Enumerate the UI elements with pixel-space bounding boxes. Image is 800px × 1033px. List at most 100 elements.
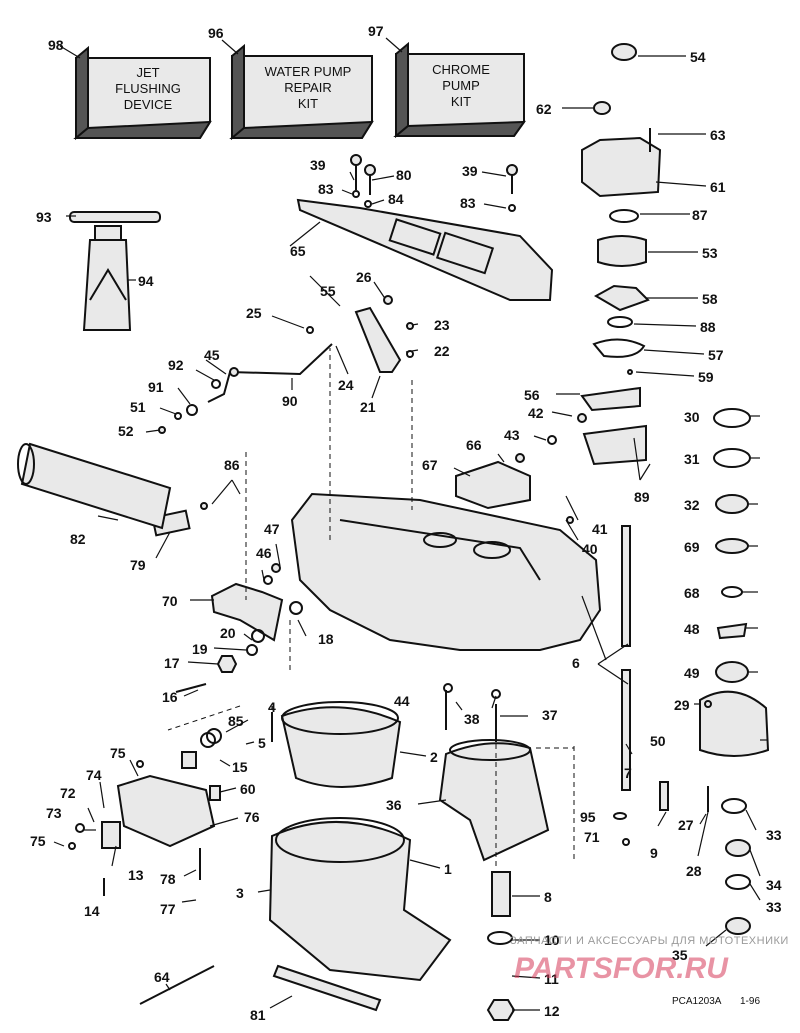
callout-54: 54 — [690, 49, 706, 65]
callout-80: 80 — [396, 167, 412, 183]
callout-55: 55 — [320, 283, 336, 299]
flushing-device-drawing — [69, 211, 161, 331]
callout-68: 68 — [684, 585, 700, 601]
callout-50: 50 — [650, 733, 666, 749]
callout-23: 23 — [434, 317, 450, 333]
callout-19: 19 — [192, 641, 208, 657]
callout-48: 48 — [684, 621, 700, 637]
callout-73: 73 — [46, 805, 62, 821]
callout-13: 13 — [128, 867, 144, 883]
callout-22: 22 — [434, 343, 450, 359]
callout-30: 30 — [684, 409, 700, 425]
assembly-dashed-lines — [167, 348, 575, 870]
callout-82: 82 — [70, 531, 86, 547]
footer-code: PCA1203A — [672, 996, 722, 1007]
callout-58: 58 — [702, 291, 718, 307]
callout-71: 71 — [584, 829, 600, 845]
callout-75-upper: 75 — [110, 745, 126, 761]
callout-72: 72 — [60, 785, 76, 801]
callout-33-lower: 33 — [766, 899, 782, 915]
callout-97: 97 — [368, 23, 384, 39]
callout-74: 74 — [86, 767, 102, 783]
callout-1: 1 — [444, 861, 452, 877]
callout-88: 88 — [700, 319, 716, 335]
linkage-drawing — [175, 306, 402, 693]
callout-17: 17 — [164, 655, 180, 671]
lower-unit-drawing — [101, 701, 627, 1021]
callout-67: 67 — [422, 457, 438, 473]
callout-89: 89 — [634, 489, 650, 505]
callout-labels: 1 2 3 4 5 6 7 8 9 10 11 12 13 14 15 16 1… — [30, 49, 782, 1023]
callout-39-right: 39 — [462, 163, 478, 179]
water-pump-stack-drawing — [580, 43, 770, 935]
callout-16: 16 — [162, 689, 178, 705]
callout-47: 47 — [264, 521, 280, 537]
callout-49: 49 — [684, 665, 700, 681]
callout-53: 53 — [702, 245, 718, 261]
watermark-logo: PARTSFOR.RU — [514, 952, 729, 985]
callout-6: 6 — [572, 655, 580, 671]
callout-57: 57 — [708, 347, 724, 363]
callout-20: 20 — [220, 625, 236, 641]
callout-75-lower: 75 — [30, 833, 46, 849]
kit-box-chrome-pump: 97 CHROME PUMP KIT — [368, 23, 526, 139]
callout-92: 92 — [168, 357, 184, 373]
callout-83-left: 83 — [318, 181, 334, 197]
callout-27: 27 — [678, 817, 694, 833]
callout-93: 93 — [36, 209, 52, 225]
kit-98-line-1: JET — [136, 65, 159, 80]
callout-15: 15 — [232, 759, 248, 775]
kit-96-line-3: KIT — [298, 96, 318, 111]
callout-56: 56 — [524, 387, 540, 403]
callout-21: 21 — [360, 399, 376, 415]
callout-29: 29 — [674, 697, 690, 713]
callout-42: 42 — [528, 405, 544, 421]
callout-44: 44 — [394, 693, 410, 709]
callout-12: 12 — [544, 1003, 560, 1019]
callout-76: 76 — [244, 809, 260, 825]
shafts-drawing — [271, 525, 709, 812]
kit-98-line-3: DEVICE — [124, 97, 173, 112]
adapter-plate-drawing — [296, 198, 554, 301]
callout-86: 86 — [224, 457, 240, 473]
callout-59: 59 — [698, 369, 714, 385]
callout-9: 9 — [650, 845, 658, 861]
callout-81: 81 — [250, 1007, 266, 1023]
callout-46: 46 — [256, 545, 272, 561]
callout-79: 79 — [130, 557, 146, 573]
callout-98: 98 — [48, 37, 64, 53]
callout-43: 43 — [504, 427, 520, 443]
callout-69: 69 — [684, 539, 700, 555]
callout-38: 38 — [464, 711, 480, 727]
callout-31: 31 — [684, 451, 700, 467]
callout-34: 34 — [766, 877, 782, 893]
callout-41: 41 — [592, 521, 608, 537]
callout-35: 35 — [672, 947, 688, 963]
kit-96-line-1: WATER PUMP — [265, 64, 352, 79]
callout-65: 65 — [290, 243, 306, 259]
callout-25: 25 — [246, 305, 262, 321]
callout-95: 95 — [580, 809, 596, 825]
footer: PCA1203A 1-96 — [672, 996, 760, 1007]
callout-87: 87 — [692, 207, 708, 223]
callout-45: 45 — [204, 347, 220, 363]
callout-52: 52 — [118, 423, 134, 439]
callout-2: 2 — [430, 749, 438, 765]
callout-36: 36 — [386, 797, 402, 813]
callout-40: 40 — [582, 541, 598, 557]
callout-83-right: 83 — [460, 195, 476, 211]
callout-70: 70 — [162, 593, 178, 609]
kit-96-line-2: REPAIR — [284, 80, 331, 95]
callout-77: 77 — [160, 901, 176, 917]
callout-96: 96 — [208, 25, 224, 41]
watermark: ЗАПЧАСТИ И АКСЕССУАРЫ ДЛЯ МОТОТЕХНИКИ PA… — [510, 935, 788, 985]
callout-7: 7 — [624, 765, 632, 781]
callout-84: 84 — [388, 191, 404, 207]
callout-32: 32 — [684, 497, 700, 513]
callout-37: 37 — [542, 707, 558, 723]
callout-3: 3 — [236, 885, 244, 901]
kit-97-line-2: PUMP — [442, 78, 480, 93]
jet-housing-drawing — [151, 460, 602, 651]
